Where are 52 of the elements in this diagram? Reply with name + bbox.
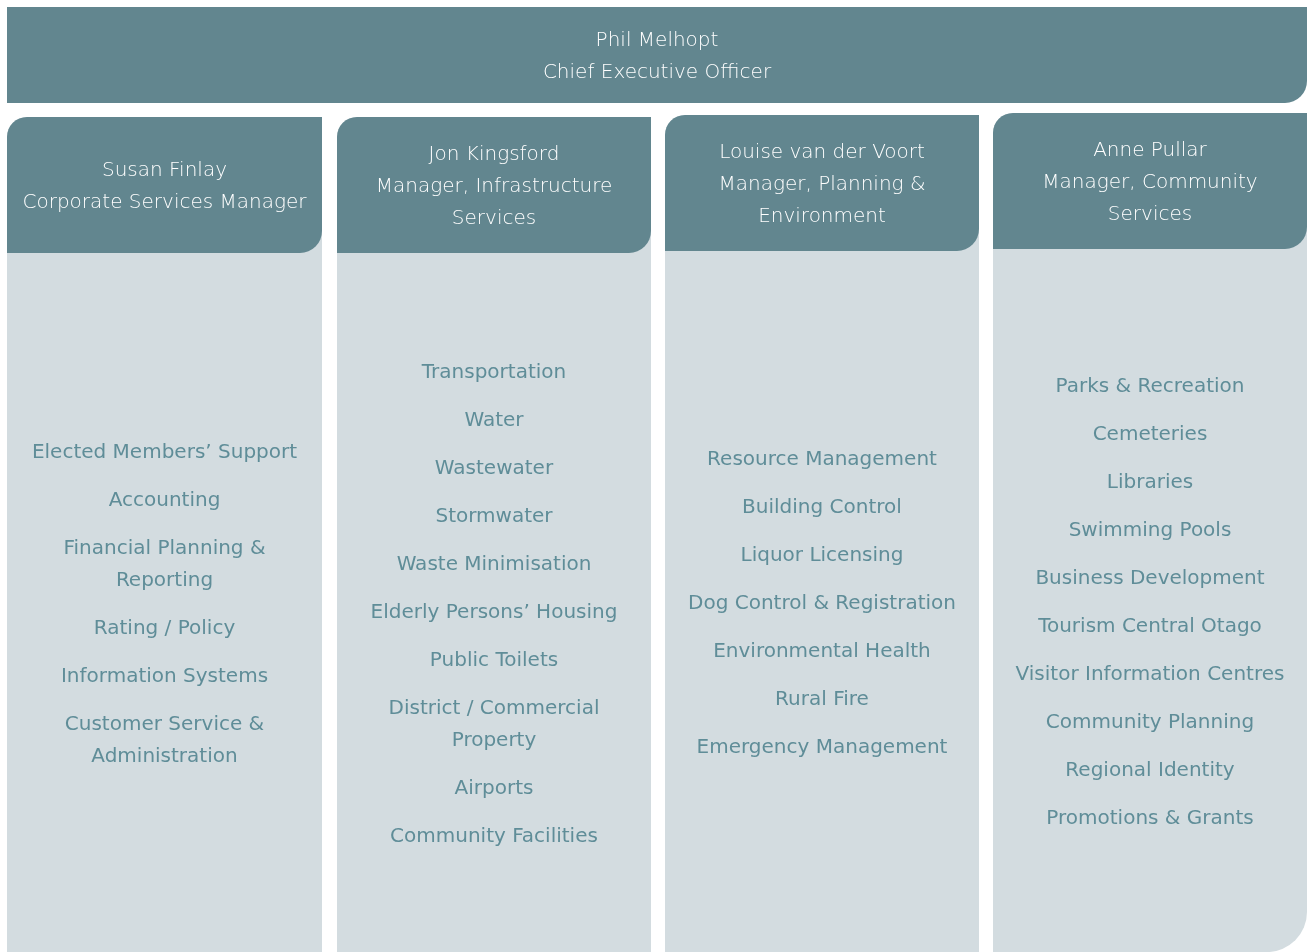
department-header [665,115,979,251]
function-item: Cemeteries [1092,419,1208,447]
function-item: Elderly Persons’ Housing [370,597,618,625]
header-bar [7,7,1307,103]
function-item: Elected Members’ Support [31,437,298,465]
function-item: Wastewater [434,453,554,481]
function-item: Emergency Management [696,732,948,760]
function-item: Rural Fire [775,684,869,712]
function-item: Rating / Policy [93,613,236,641]
function-item: Information Systems [60,661,269,689]
job-title: Manager, Planning & Environment [717,170,927,229]
function-item: Tourism Central Otago [1038,611,1262,639]
function-item: Stormwater [435,501,553,529]
department-panel [665,115,979,952]
person-name: Jon Kingsford [428,140,560,167]
function-item: Swimming Pools [1068,515,1232,543]
job-title: Chief Executive Officer [542,58,772,85]
department-panel [993,113,1307,952]
function-item: Resource Management [707,444,937,472]
function-item: Customer Service & Administration [63,709,266,769]
person-name: Phil Melhopt [595,26,719,53]
function-item: Financial Planning & Reporting [62,533,267,593]
job-title: Manager, Infrastructure Services [374,172,614,231]
function-item: Building Control [742,492,902,520]
function-item: Libraries [1106,467,1194,495]
function-item: Dog Control & Registration [688,588,956,616]
function-item: Water [464,405,524,433]
job-title: Corporate Services Manager [22,188,307,215]
function-item: Public Toilets [429,645,559,673]
department-panel [7,117,322,952]
function-item: Community Planning [1045,707,1255,735]
function-item: Parks & Recreation [1055,371,1245,399]
person-name: Susan Finlay [102,156,227,183]
department-panel [337,117,651,952]
department-header [337,117,651,253]
function-item: Community Facilities [390,821,598,849]
function-item: Environmental Health [713,636,931,664]
person-name: Anne Pullar [1093,136,1207,163]
function-item: District / Commercial Property [387,693,601,753]
function-item: Business Development [1035,563,1265,591]
department-header [993,113,1307,249]
function-item: Transportation [421,357,567,385]
person-name: Louise van der Voort [719,138,925,165]
function-item: Promotions & Grants [1046,803,1254,831]
function-item: Accounting [108,485,221,513]
function-item: Waste Minimisation [396,549,592,577]
department-header [7,117,322,253]
job-title: Manager, Community Services [1041,168,1259,227]
function-item: Regional Identity [1065,755,1235,783]
function-item: Visitor Information Centres [1015,659,1285,687]
function-item: Liquor Licensing [740,540,904,568]
function-item: Airports [454,773,534,801]
